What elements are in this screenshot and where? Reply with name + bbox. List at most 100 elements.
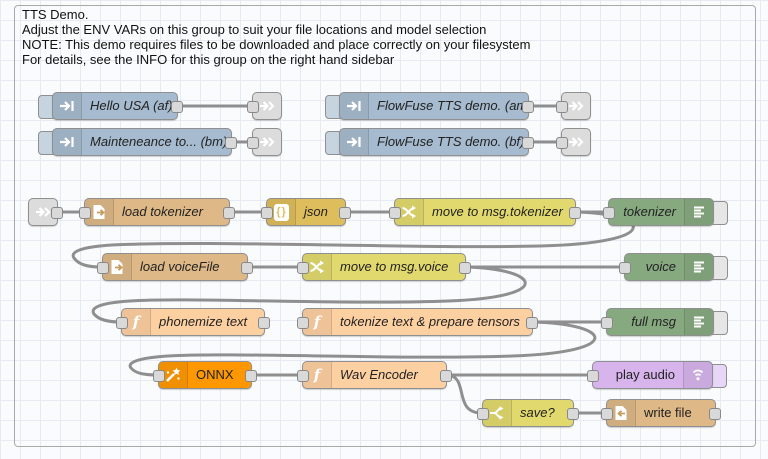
node-label: write file <box>644 405 692 420</box>
input-port[interactable] <box>619 262 631 274</box>
node-label: FlowFuse TTS demo. (bf) <box>377 134 525 149</box>
node-wav-encoder[interactable]: f Wav Encoder <box>297 361 452 389</box>
output-port[interactable] <box>225 137 237 149</box>
comment-line: Adjust the ENV VARs on this group to sui… <box>22 22 487 37</box>
node-label: save? <box>520 405 555 420</box>
node-label: play audio <box>615 367 675 382</box>
node-json[interactable]: { } json <box>261 198 351 226</box>
list-lines-icon <box>684 199 713 225</box>
node-label: load voiceFile <box>140 259 220 274</box>
input-port[interactable] <box>79 207 91 219</box>
input-port[interactable] <box>153 370 165 382</box>
link-arrow-icon <box>260 101 275 111</box>
node-label: load tokenizer <box>122 204 203 219</box>
node-label: Hello USA (af) <box>90 98 173 113</box>
input-port[interactable] <box>97 262 109 274</box>
comment-line: For details, see the INFO for this group… <box>22 52 395 67</box>
output-port[interactable] <box>522 101 534 113</box>
input-port[interactable] <box>297 317 309 329</box>
group-comment: TTS Demo. Adjust the ENV VARs on this gr… <box>22 7 530 67</box>
link-arrow-icon <box>569 101 584 111</box>
input-port[interactable] <box>603 207 615 219</box>
input-port[interactable] <box>116 317 128 329</box>
node-onnx[interactable]: ONNX <box>153 361 257 389</box>
node-link-out[interactable] <box>247 92 282 120</box>
input-port[interactable] <box>587 370 599 382</box>
link-arrow-icon <box>569 137 584 147</box>
arrow-in-icon <box>340 129 369 155</box>
wire <box>445 373 484 415</box>
list-lines-icon <box>684 254 713 280</box>
list-lines-icon <box>684 309 713 335</box>
comment-line: NOTE: This demo requires files to be dow… <box>22 37 531 52</box>
input-port[interactable] <box>261 207 273 219</box>
node-label: full msg <box>631 314 676 329</box>
node-link-out[interactable] <box>556 128 591 156</box>
link-arrow-icon <box>260 137 275 147</box>
node-load-voicefile[interactable]: load voiceFile <box>97 253 253 281</box>
output-port[interactable] <box>241 262 253 274</box>
node-link-out[interactable] <box>556 92 591 120</box>
wire <box>128 320 597 377</box>
output-port[interactable] <box>567 408 579 420</box>
node-label: Mainteneance to... (bm) <box>90 134 228 149</box>
input-port[interactable] <box>297 370 309 382</box>
arrow-in-icon <box>53 129 82 155</box>
node-label: tokenizer <box>623 204 676 219</box>
node-label: move to msg.voice <box>340 259 449 274</box>
node-tokenize-prepare-tensors[interactable]: f tokenize text & prepare tensors <box>297 308 538 336</box>
output-port[interactable] <box>245 370 257 382</box>
output-port[interactable] <box>709 408 721 420</box>
input-port[interactable] <box>389 207 401 219</box>
node-inject-flowfuse-am[interactable]: FlowFuse TTS demo. (am) <box>325 92 534 120</box>
node-label: tokenize text & prepare tensors <box>340 314 520 329</box>
input-port[interactable] <box>297 262 309 274</box>
input-port[interactable] <box>601 317 613 329</box>
node-inject-maintenance[interactable]: Mainteneance to... (bm) <box>38 128 237 156</box>
wire <box>71 210 635 269</box>
output-port[interactable] <box>258 317 270 329</box>
input-port[interactable] <box>477 408 489 420</box>
arrow-in-icon <box>340 93 369 119</box>
output-port[interactable] <box>569 207 581 219</box>
node-label: json <box>304 204 328 219</box>
node-inject-flowfuse-bf[interactable]: FlowFuse TTS demo. (bf) <box>325 128 534 156</box>
input-port[interactable] <box>556 101 568 113</box>
output-port[interactable] <box>522 137 534 149</box>
node-label: ONNX <box>196 367 234 382</box>
arrow-in-icon <box>53 93 82 119</box>
output-port[interactable] <box>171 101 183 113</box>
output-port[interactable] <box>459 262 471 274</box>
shuffle-icon <box>303 254 332 280</box>
node-phonemize-text[interactable]: f phonemize text <box>116 308 270 336</box>
node-load-tokenizer[interactable]: load tokenizer <box>79 198 235 226</box>
output-port[interactable] <box>223 207 235 219</box>
speaker-waves-icon <box>683 362 712 388</box>
input-port[interactable] <box>556 137 568 149</box>
node-save-switch[interactable]: save? <box>477 399 579 427</box>
node-move-to-msg-tokenizer[interactable]: move to msg.tokenizer <box>389 198 581 226</box>
node-link-out[interactable] <box>247 128 282 156</box>
comment-line: TTS Demo. <box>22 7 89 22</box>
node-inject-hello-usa[interactable]: Hello USA (af) <box>38 92 183 120</box>
node-label: voice <box>645 259 676 274</box>
node-debug-full-msg[interactable]: full msg <box>601 308 728 336</box>
output-port[interactable] <box>526 317 538 329</box>
input-port[interactable] <box>601 408 613 420</box>
output-port[interactable] <box>51 207 63 219</box>
input-port[interactable] <box>247 101 259 113</box>
output-port[interactable] <box>339 207 351 219</box>
node-link-in[interactable] <box>28 198 63 226</box>
node-play-audio[interactable]: play audio <box>587 361 727 389</box>
flow-group[interactable] <box>14 5 756 447</box>
node-move-to-msg-voice[interactable]: move to msg.voice <box>297 253 471 281</box>
node-label: FlowFuse TTS demo. (am) <box>377 98 528 113</box>
node-label: Wav Encoder <box>340 367 418 382</box>
node-debug-tokenizer[interactable]: tokenizer <box>603 198 728 226</box>
node-debug-voice[interactable]: voice <box>619 253 728 281</box>
input-port[interactable] <box>247 137 259 149</box>
node-write-file[interactable]: write file <box>601 399 721 427</box>
output-port[interactable] <box>440 370 452 382</box>
